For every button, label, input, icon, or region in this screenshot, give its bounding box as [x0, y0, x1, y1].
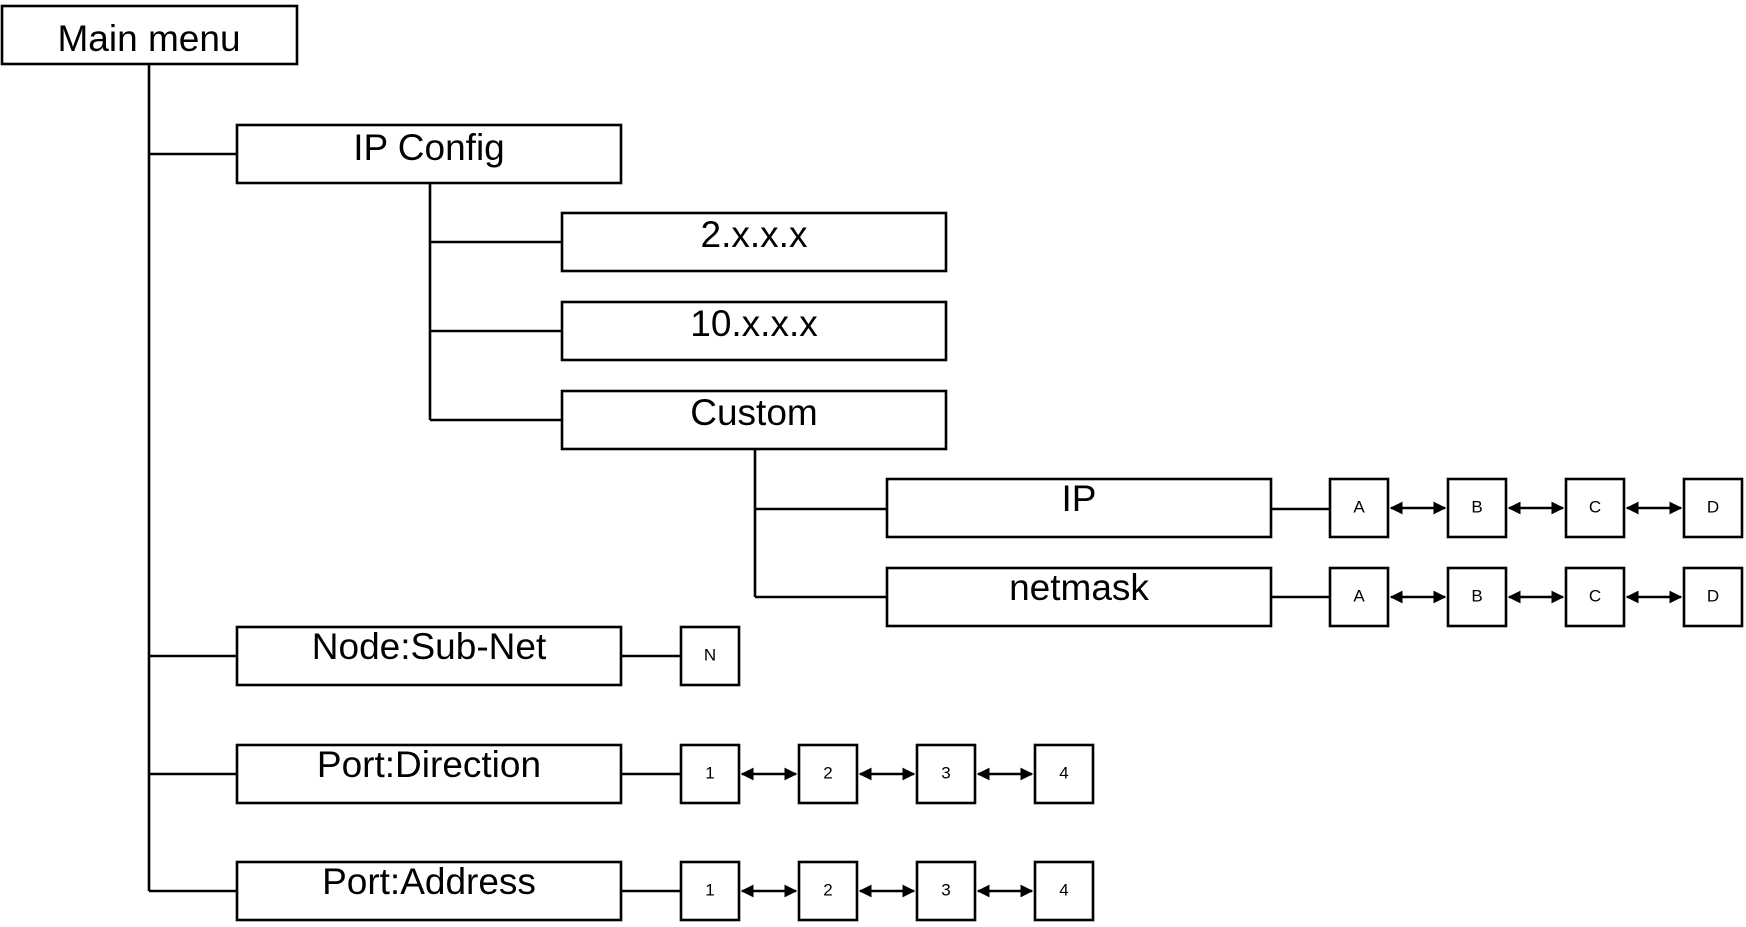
netmask-field-box[interactable]: [1564, 566, 1626, 628]
port-direction-field-box[interactable]: [797, 743, 859, 805]
port-address-field-box[interactable]: [679, 860, 741, 922]
ip-field-box[interactable]: [1564, 477, 1626, 539]
node-main-menu: Main menu: [0, 4, 299, 66]
port-address-field-label: 4: [1059, 880, 1068, 899]
port-direction-label: Port:Direction: [317, 744, 541, 785]
netmask-field-row: A B C D: [1328, 566, 1744, 628]
node-netmask: netmask: [885, 566, 1273, 628]
port-direction-field-label: 2: [823, 763, 832, 782]
node-node-subnet: Node:Sub-Net: [235, 625, 623, 687]
port-address-field-box[interactable]: [1033, 860, 1095, 922]
ip-field-label: B: [1471, 497, 1482, 516]
port-address-field-label: 1: [705, 880, 714, 899]
port-direction-field-box[interactable]: [1033, 743, 1095, 805]
ip-field-box[interactable]: [1446, 477, 1508, 539]
ip-field-label: A: [1353, 497, 1365, 516]
ip-label: IP: [1062, 478, 1097, 519]
port-direction-field-box[interactable]: [915, 743, 977, 805]
node-option-2xxx: 2.x.x.x: [560, 211, 948, 273]
node-ip-config: IP Config: [235, 123, 623, 185]
node-option-10xxx: 10.x.x.x: [560, 300, 948, 362]
ip-field-box[interactable]: [1328, 477, 1390, 539]
node-option-custom: Custom: [560, 389, 948, 451]
node-subnet-label: Node:Sub-Net: [312, 626, 547, 667]
port-direction-field-box[interactable]: [679, 743, 741, 805]
node-ip: IP: [885, 477, 1273, 539]
netmask-field-label: A: [1353, 586, 1365, 605]
node-port-address: Port:Address: [235, 860, 623, 922]
connectors: [147, 64, 1330, 893]
ip-field-row: A B C D: [1328, 477, 1744, 539]
port-address-field-box[interactable]: [797, 860, 859, 922]
port-address-field-row: 1 2 3 4: [679, 860, 1095, 922]
port-direction-field-label: 4: [1059, 763, 1068, 782]
option-custom-label: Custom: [690, 392, 817, 433]
port-direction-field-label: 1: [705, 763, 714, 782]
option-10xxx-label: 10.x.x.x: [690, 303, 818, 344]
node-subnet-field-row: N: [679, 625, 741, 687]
netmask-field-label: C: [1589, 586, 1601, 605]
node-port-direction: Port:Direction: [235, 743, 623, 805]
netmask-field-box[interactable]: [1328, 566, 1390, 628]
port-direction-field-label: 3: [941, 763, 950, 782]
netmask-field-label: D: [1707, 586, 1719, 605]
ip-field-box[interactable]: [1682, 477, 1744, 539]
main-menu-label: Main menu: [57, 18, 240, 59]
netmask-field-box[interactable]: [1446, 566, 1508, 628]
ip-field-label: C: [1589, 497, 1601, 516]
port-address-label: Port:Address: [322, 861, 536, 902]
netmask-field-box[interactable]: [1682, 566, 1744, 628]
port-address-field-box[interactable]: [915, 860, 977, 922]
port-direction-field-row: 1 2 3 4: [679, 743, 1095, 805]
node-subnet-field-box[interactable]: [679, 625, 741, 687]
port-address-field-label: 3: [941, 880, 950, 899]
port-address-field-label: 2: [823, 880, 832, 899]
ip-config-label: IP Config: [353, 127, 505, 168]
netmask-label: netmask: [1009, 567, 1149, 608]
ip-field-label: D: [1707, 497, 1719, 516]
node-subnet-field-label: N: [704, 645, 716, 664]
netmask-field-label: B: [1471, 586, 1482, 605]
option-2xxx-label: 2.x.x.x: [701, 214, 808, 255]
